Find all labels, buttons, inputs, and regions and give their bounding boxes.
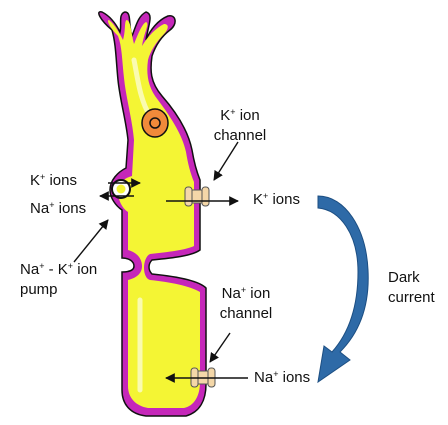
photoreceptor-cell [99,12,206,416]
k-ions-right-rest: ions [268,191,300,208]
k-channel-label-k: K [220,107,230,124]
pump-label-mid: - K [44,261,67,278]
dark-current-arrow [318,196,368,382]
na-ions-left-rest: ions [54,200,86,217]
dark-current-line2: current [388,288,435,308]
na-ion-channel-label: Na+ ion channel [214,284,278,324]
k-ions-right-label: K+ ions [253,190,300,210]
pump-label-line2: pump [20,280,97,300]
na-ions-left-label: Na+ ions [30,199,86,219]
na-channel-label-line2: channel [214,304,278,324]
na-ions-left-base: Na [30,200,49,217]
na-channel-label-na: Na [222,285,241,302]
na-ions-right-base: Na [254,369,273,386]
k-ion-channel-label: K+ ion channel [212,106,268,146]
k-ions-left-rest: ions [45,172,77,189]
k-channel-label-rest: ion [236,107,260,124]
k-ions-left-label: K+ ions [30,171,77,191]
pump-label-na: Na [20,261,39,278]
na-ions-right-label: Na+ ions [254,368,310,388]
na-channel-label-rest: ion [246,285,270,302]
na-channel-pointer-arrow [210,333,230,362]
k-ion-channel [185,187,209,206]
k-ions-left-base: K [30,172,40,189]
k-channel-pointer-arrow [214,142,238,180]
k-ions-right-base: K [253,191,263,208]
pump-pointer-arrow [74,220,108,262]
na-ions-right-rest: ions [278,369,310,386]
dark-current-label: Dark current [388,268,435,308]
dark-current-line1: Dark [388,268,435,288]
nucleus [142,109,168,137]
pump-label: Na+ - K+ ion pump [20,260,97,300]
pump-label-rest: ion [73,261,97,278]
k-channel-label-line2: channel [212,126,268,146]
